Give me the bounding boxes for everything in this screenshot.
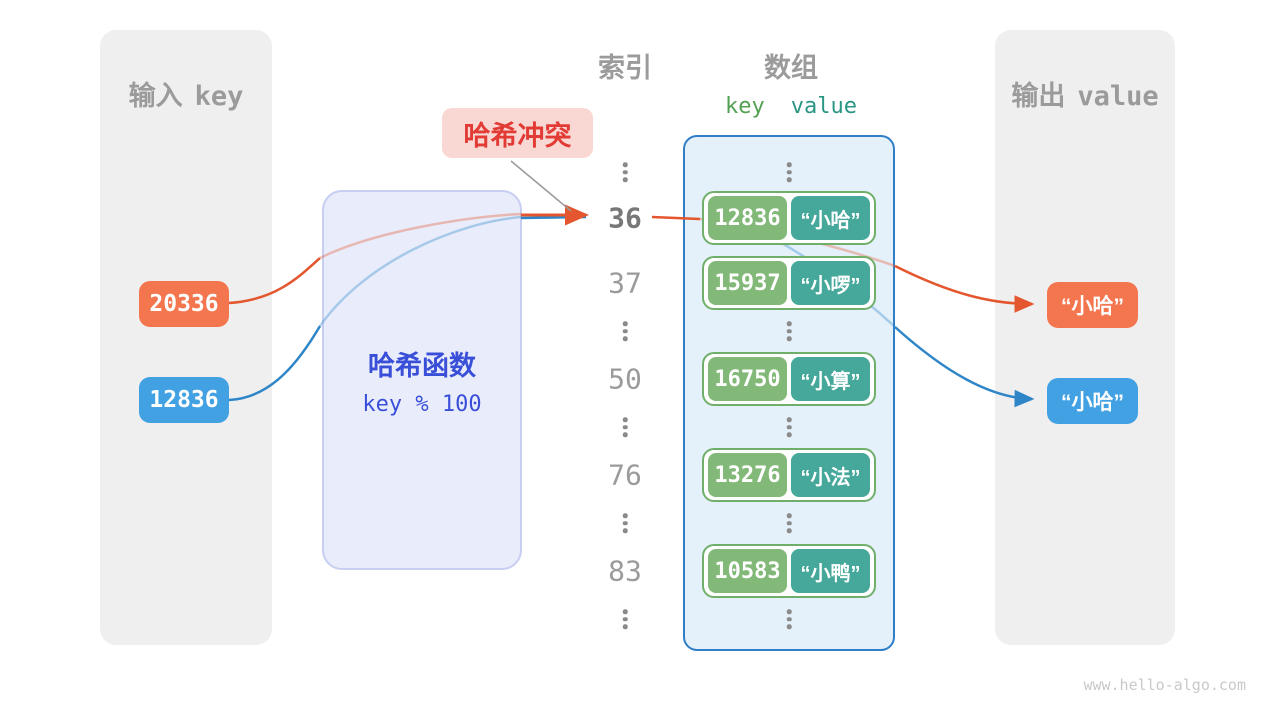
hash-function-box: 哈希函数 key % 100 (322, 190, 522, 570)
entry-value: “小哈” (791, 196, 870, 240)
output-panel-title: 输出 value (995, 74, 1175, 113)
input-key-panel: 输入 key (100, 30, 272, 645)
output-panel-title-latin: value (1077, 81, 1159, 112)
output-value-blue: “小哈” (1047, 378, 1138, 424)
input-key-20336: 20336 (139, 281, 229, 327)
entry-value: “小鸭” (791, 549, 870, 593)
array-entry-row: 12836 “小哈” (702, 191, 876, 245)
hash-function-label: 哈希函数 (368, 351, 476, 381)
entry-value: “小算” (791, 357, 870, 401)
ellipsis-dots (786, 162, 792, 182)
output-value-orange: “小哈” (1047, 282, 1138, 328)
ellipsis-dots (622, 417, 628, 437)
array-value-header: value (790, 94, 857, 119)
index-36: 36 (608, 201, 642, 235)
entry-key: 16750 (708, 357, 787, 401)
input-panel-title-cn: 输入 (128, 81, 183, 111)
line-merged-blue-to-index36 (520, 215, 587, 220)
ellipsis-dots (786, 513, 792, 533)
index-83: 83 (608, 554, 642, 588)
ellipsis-dots (786, 609, 792, 629)
output-panel-title-cn: 输出 (1011, 81, 1066, 111)
index-76: 76 (608, 458, 642, 492)
array-entry-row: 10583 “小鸭” (702, 544, 876, 598)
array-entry-row: 15937 “小啰” (702, 256, 876, 310)
output-value-panel: 输出 value (995, 30, 1175, 645)
ellipsis-dots (622, 513, 628, 533)
entry-key: 15937 (708, 261, 787, 305)
entry-key: 12836 (708, 196, 787, 240)
index-50: 50 (608, 362, 642, 396)
entry-key: 13276 (708, 453, 787, 497)
entry-key: 10583 (708, 549, 787, 593)
watermark: www.hello-algo.com (1083, 676, 1246, 694)
hash-collision-badge: 哈希冲突 (442, 108, 593, 158)
array-column-header: 数组 (764, 53, 818, 83)
input-panel-title-latin: key (194, 81, 244, 112)
index-37: 37 (608, 266, 642, 300)
array-entry-row: 16750 “小算” (702, 352, 876, 406)
array-key-header: key (725, 94, 765, 119)
input-panel-title: 输入 key (100, 74, 272, 113)
entry-value: “小法” (791, 453, 870, 497)
entry-value: “小啰” (791, 261, 870, 305)
array-kv-header: key value (725, 94, 857, 119)
index-column-header: 索引 (598, 53, 652, 83)
input-key-12836: 12836 (139, 377, 229, 423)
ellipsis-dots (786, 321, 792, 341)
ellipsis-dots (622, 162, 628, 182)
ellipsis-dots (622, 609, 628, 629)
ellipsis-dots (786, 417, 792, 437)
hash-function-formula: key % 100 (362, 392, 482, 417)
array-entry-row: 13276 “小法” (702, 448, 876, 502)
ellipsis-dots (622, 321, 628, 341)
